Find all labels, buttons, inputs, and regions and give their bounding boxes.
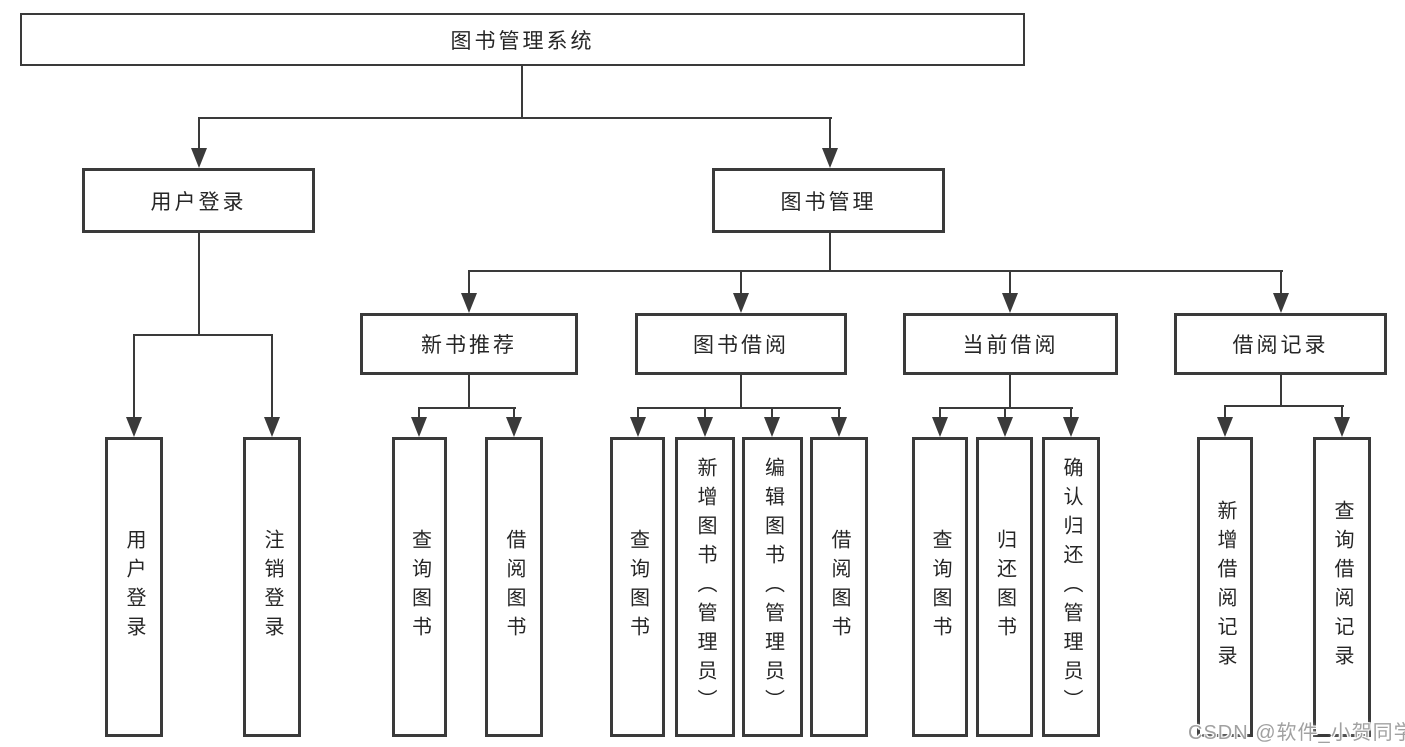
connector-split [939,407,1073,409]
node-book-borrow: 图书借阅 [635,313,847,375]
connector-split [1224,405,1344,407]
connector-root-stem [521,66,523,118]
connector-down [468,375,470,409]
arrowhead-leaf [997,417,1013,437]
connector-stem [740,270,742,298]
leaf-label: 新增图书（管理员） [694,456,716,718]
node-borrow-records: 借阅记录 [1174,313,1387,375]
leaf-label: 注销登录 [261,529,283,645]
connector-user-login-split [133,334,273,336]
connector-leaf-stem [418,407,420,421]
arrowhead-user-login [191,148,207,168]
connector-split [637,407,841,409]
leaf-query-books-borrow: 查询图书 [610,437,665,737]
arrowhead-leaf [264,417,280,437]
connector-leaf-stem [1341,405,1343,421]
arrowhead-leaf [1334,417,1350,437]
leaf-label: 新增借阅记录 [1214,500,1236,674]
leaf-logout: 注销登录 [243,437,301,737]
arrowhead-leaf [932,417,948,437]
leaf-label: 查询借阅记录 [1331,500,1353,674]
leaf-return-books: 归还图书 [976,437,1033,737]
connector-leaf-stem [513,407,515,421]
arrowhead-leaf [831,417,847,437]
leaf-borrow-books: 借阅图书 [810,437,868,737]
node-label: 图书借阅 [693,334,789,357]
connector-leaf-stem [1004,407,1006,421]
leaf-label: 借阅图书 [503,529,525,645]
leaf-label: 借阅图书 [828,529,850,645]
node-label: 用户登录 [150,190,247,214]
leaf-add-borrow-record: 新增借阅记录 [1197,437,1253,737]
connector-level2-branch [468,270,1283,272]
node-label: 新书推荐 [421,334,517,357]
leaf-add-books-admin: 新增图书（管理员） [675,437,735,737]
node-label: 当前借阅 [962,334,1059,357]
leaf-query-books-current: 查询图书 [912,437,968,737]
connector-leaf-stem [271,334,273,420]
connector-book-mgmt-down [829,233,831,272]
leaf-borrow-books-recommend: 借阅图书 [485,437,543,737]
leaf-label: 确认归还（管理员） [1060,456,1082,718]
leaf-label: 查询图书 [408,529,431,645]
node-label: 图书管理 [780,190,877,214]
arrowhead-leaf [697,417,713,437]
leaf-user-login: 用户登录 [105,437,163,737]
node-book-management: 图书管理 [712,168,945,233]
node-user-login: 用户登录 [82,168,315,233]
arrowhead-leaf [411,417,427,437]
leaf-label: 归还图书 [993,529,1016,645]
arrowhead-leaf [764,417,780,437]
leaf-label: 查询图书 [626,529,649,645]
connector-leaf-stem [1070,407,1072,421]
leaf-label: 查询图书 [929,529,951,645]
connector-down [740,375,742,409]
csdn-watermark: CSDN @软件_小贺同学 [1188,722,1405,744]
connector-stem [1009,270,1011,298]
node-label: 借阅记录 [1232,334,1329,357]
connector-leaf-stem [939,407,941,421]
arrowhead-book-borrow [733,293,749,313]
connector-leaf-stem [704,407,706,421]
arrowhead-leaf [506,417,522,437]
arrowhead-current-borrow [1002,293,1018,313]
connector-down [1009,375,1011,409]
connector-leaf-stem [133,334,135,420]
arrowhead-leaf [126,417,142,437]
leaf-label: 用户登录 [123,529,145,645]
connector-leaf-stem [637,407,639,421]
leaf-edit-books-admin: 编辑图书（管理员） [742,437,803,737]
node-current-borrow: 当前借阅 [903,313,1118,375]
arrowhead-new-book [461,293,477,313]
node-label: 图书管理系统 [450,29,595,53]
node-library-system: 图书管理系统 [20,13,1025,66]
leaf-confirm-return-admin: 确认归还（管理员） [1042,437,1100,737]
connector-book-mgmt-stem [829,117,831,151]
connector-split [418,407,516,409]
connector-leaf-stem [1224,405,1226,421]
arrowhead-leaf [1217,417,1233,437]
connector-leaf-stem [771,407,773,421]
node-new-book-recommend: 新书推荐 [360,313,578,375]
connector-stem [468,270,470,298]
arrowhead-leaf [1063,417,1079,437]
connector-stem [1280,270,1282,298]
connector-user-login-down [198,233,200,336]
leaf-query-books-recommend: 查询图书 [392,437,447,737]
connector-down [1280,375,1282,407]
connector-user-login-stem [198,117,200,151]
arrowhead-book-mgmt [822,148,838,168]
connector-leaf-stem [838,407,840,421]
leaf-label: 编辑图书（管理员） [761,456,784,718]
connector-level1-branch [198,117,832,119]
leaf-query-borrow-record: 查询借阅记录 [1313,437,1371,737]
arrowhead-borrow-records [1273,293,1289,313]
arrowhead-leaf [630,417,646,437]
